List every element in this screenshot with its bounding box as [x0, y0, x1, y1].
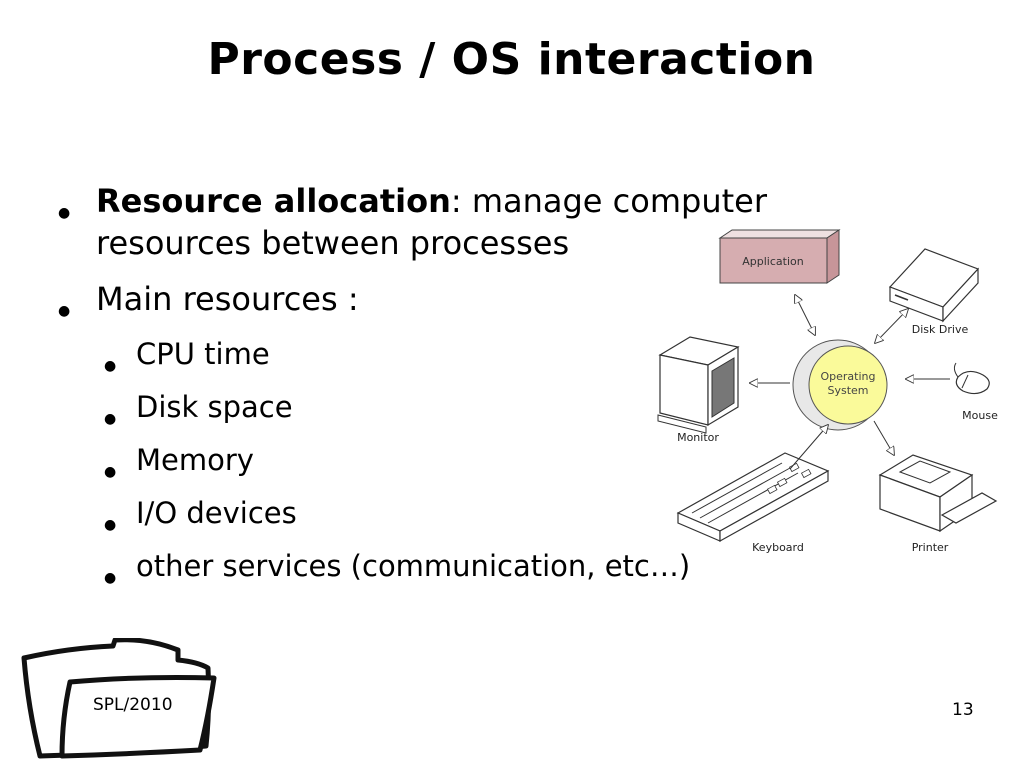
resource-allocation-desc-line1: : manage computer: [450, 182, 767, 220]
application-box: Application: [718, 229, 841, 284]
os-interaction-diagram: Application Operating System Disk Drive …: [657, 229, 998, 554]
folder-icon: [21, 638, 217, 759]
monitor-icon: Monitor: [657, 336, 740, 444]
sub-bullet-disk-space: ● Disk space: [104, 387, 858, 427]
sub-bullet-text: other services (communication, etc…): [136, 549, 691, 583]
bullet-list: ● Resource allocation: manage computer r…: [58, 180, 858, 599]
sub-bullet-io-devices: ● I/O devices: [104, 493, 858, 533]
application-label: Application: [742, 255, 803, 268]
sub-bullet-text: CPU time: [136, 337, 270, 371]
bullet-dot-icon: ●: [104, 411, 117, 427]
bullet-dot-icon: ●: [104, 358, 117, 374]
main-resources-text: Main resources :: [96, 280, 359, 318]
mouse-label: Mouse: [962, 409, 998, 422]
monitor-label: Monitor: [677, 431, 719, 444]
bullet-dot-icon: ●: [104, 570, 117, 586]
disk-drive-icon: Disk Drive: [888, 248, 980, 336]
os-label-line2: System: [827, 384, 868, 397]
disk-drive-label: Disk Drive: [912, 323, 969, 336]
os-label-line1: Operating: [821, 370, 876, 383]
footer-label: SPL/2010: [93, 695, 173, 715]
sub-bullet-text: I/O devices: [136, 496, 297, 530]
resource-allocation-desc-line2: resources between processes: [96, 224, 570, 262]
printer-label: Printer: [912, 541, 949, 554]
bullet-resource-allocation: ● Resource allocation: manage computer r…: [58, 180, 858, 264]
bullet-dot-icon: ●: [58, 205, 71, 221]
page-number: 13: [952, 700, 974, 720]
keyboard-icon: Keyboard: [676, 452, 830, 554]
diagram-arrows: [750, 295, 950, 470]
sub-bullet-memory: ● Memory: [104, 440, 858, 480]
sub-bullet-text: Disk space: [136, 390, 293, 424]
sub-bullet-other-services: ● other services (communication, etc…): [104, 546, 858, 586]
mouse-icon: Mouse: [953, 362, 998, 422]
resource-allocation-term: Resource allocation: [96, 182, 451, 220]
printer-icon: Printer: [878, 454, 998, 554]
sub-bullet-cpu-time: ● CPU time: [104, 334, 858, 374]
bullet-main-resources: ● Main resources :: [58, 278, 858, 320]
keyboard-label: Keyboard: [752, 541, 804, 554]
slide-title: Process / OS interaction: [207, 34, 816, 85]
bullet-dot-icon: ●: [104, 464, 117, 480]
sub-bullet-text: Memory: [136, 443, 254, 477]
bullet-dot-icon: ●: [58, 303, 71, 319]
operating-system-node: Operating System: [792, 339, 888, 431]
bullet-dot-icon: ●: [104, 517, 117, 533]
